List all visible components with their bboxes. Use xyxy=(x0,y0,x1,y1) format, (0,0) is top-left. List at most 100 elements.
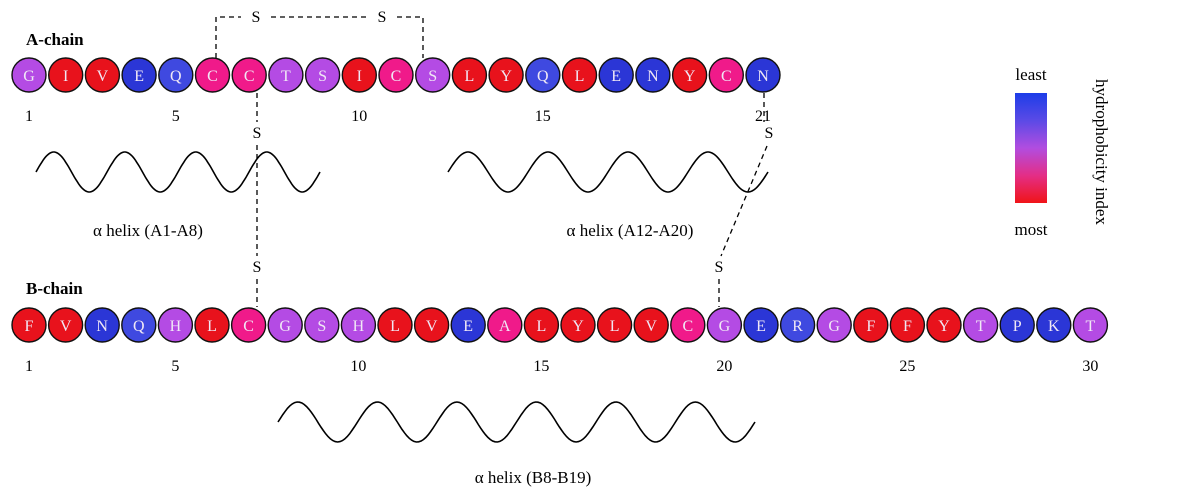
hydrophobicity-legend: least most hydrophobicity index xyxy=(1014,65,1111,239)
residue-circle xyxy=(779,307,816,343)
disulfide-bonds: S S S S S S xyxy=(215,9,774,307)
residue-letter: V xyxy=(60,318,72,335)
residue-circle xyxy=(670,307,706,343)
residue-letter: Y xyxy=(500,68,512,85)
residue-letter: F xyxy=(903,318,912,335)
residue-circle xyxy=(706,307,743,343)
residue-circle xyxy=(1072,307,1109,343)
residue-letter: N xyxy=(96,318,108,335)
residue-letter: S xyxy=(318,68,327,85)
residue-letter: C xyxy=(721,68,732,85)
residue-circle xyxy=(377,307,413,343)
position-number: 21 xyxy=(755,108,771,125)
residue-letter: C xyxy=(243,318,254,335)
residue-letter: L xyxy=(390,318,400,335)
residue-letter: L xyxy=(465,68,475,85)
residue-circle xyxy=(121,57,157,93)
helix-b8-b19-wave xyxy=(277,401,756,443)
residue-letter: G xyxy=(719,318,731,335)
residue-letter: I xyxy=(63,68,68,85)
residue-circle xyxy=(450,307,486,343)
residue-circle xyxy=(523,307,560,343)
residue-letter: Y xyxy=(572,318,584,335)
residue-circle xyxy=(598,57,634,93)
position-number: 5 xyxy=(171,358,179,375)
residue-circle xyxy=(11,57,47,93)
residue-letter: S xyxy=(428,68,437,85)
residue-letter: T xyxy=(1086,318,1096,335)
residue-circle xyxy=(816,307,852,343)
residue-letter: F xyxy=(866,318,875,335)
residue-letter: H xyxy=(170,318,182,335)
residue-letter: V xyxy=(645,318,657,335)
residue-circle xyxy=(596,307,633,343)
residue-circle xyxy=(340,307,377,343)
residue-circle xyxy=(158,57,194,93)
residue-circle xyxy=(341,57,377,93)
sulfur-label: S xyxy=(765,125,774,142)
residue-letter: K xyxy=(1048,318,1060,335)
position-number: 15 xyxy=(533,358,549,375)
helix-a12-a20-wave xyxy=(447,151,769,193)
residue-letter: L xyxy=(207,318,217,335)
residue-circle xyxy=(47,57,84,93)
residue-circle xyxy=(415,57,451,93)
legend-most-label: most xyxy=(1014,220,1047,239)
bond-a6-a11-right xyxy=(397,16,424,58)
residue-letter: Q xyxy=(133,318,145,335)
residue-letter: L xyxy=(610,318,620,335)
residue-circle xyxy=(488,57,524,93)
position-number: 25 xyxy=(899,358,915,375)
residue-circle xyxy=(413,307,450,343)
residue-circle xyxy=(194,57,231,93)
residue-letter: S xyxy=(317,318,326,335)
helix-a1-a8-wave xyxy=(35,151,321,193)
position-number: 30 xyxy=(1082,358,1098,375)
position-number: 1 xyxy=(25,358,33,375)
residue-letter: G xyxy=(23,68,35,85)
residue-circle xyxy=(157,307,194,343)
residue-letter: A xyxy=(499,318,511,335)
residue-circle xyxy=(1036,307,1072,343)
a-chain-label: A-chain xyxy=(26,30,84,49)
residue-circle xyxy=(47,307,84,343)
legend-title: hydrophobicity index xyxy=(1092,79,1111,225)
residue-circle xyxy=(84,307,120,343)
sulfur-label: S xyxy=(715,259,724,276)
sulfur-label: S xyxy=(253,125,262,142)
residue-circle xyxy=(11,307,47,343)
position-number: 5 xyxy=(172,108,180,125)
residue-circle xyxy=(635,57,671,93)
residue-circle xyxy=(267,307,303,343)
residue-letter: N xyxy=(647,68,659,85)
residue-letter: I xyxy=(357,68,362,85)
residue-circle xyxy=(304,307,340,343)
residue-circle xyxy=(304,57,341,93)
residue-circle xyxy=(671,57,708,93)
residue-letter: E xyxy=(756,318,766,335)
residue-circle xyxy=(230,307,267,343)
residue-circle xyxy=(962,307,999,343)
helix-label: α helix (A1-A8) xyxy=(93,221,203,240)
position-number: 10 xyxy=(350,358,366,375)
legend-gradient-bar xyxy=(1015,93,1047,203)
residue-circle xyxy=(633,307,669,343)
sulfur-label: S xyxy=(378,9,387,26)
residue-letter: Q xyxy=(537,68,549,85)
residue-letter: C xyxy=(207,68,218,85)
residue-letter: L xyxy=(537,318,547,335)
b-chain-label: B-chain xyxy=(26,279,83,298)
residue-letter: P xyxy=(1013,318,1022,335)
legend-least-label: least xyxy=(1015,65,1046,84)
helix-label: α helix (A12-A20) xyxy=(567,221,694,240)
bond-a20-b19-diagonal xyxy=(720,145,768,257)
residue-letter: C xyxy=(244,68,255,85)
position-number: 20 xyxy=(716,358,732,375)
residue-letter: G xyxy=(828,318,840,335)
residue-circle xyxy=(889,307,926,343)
